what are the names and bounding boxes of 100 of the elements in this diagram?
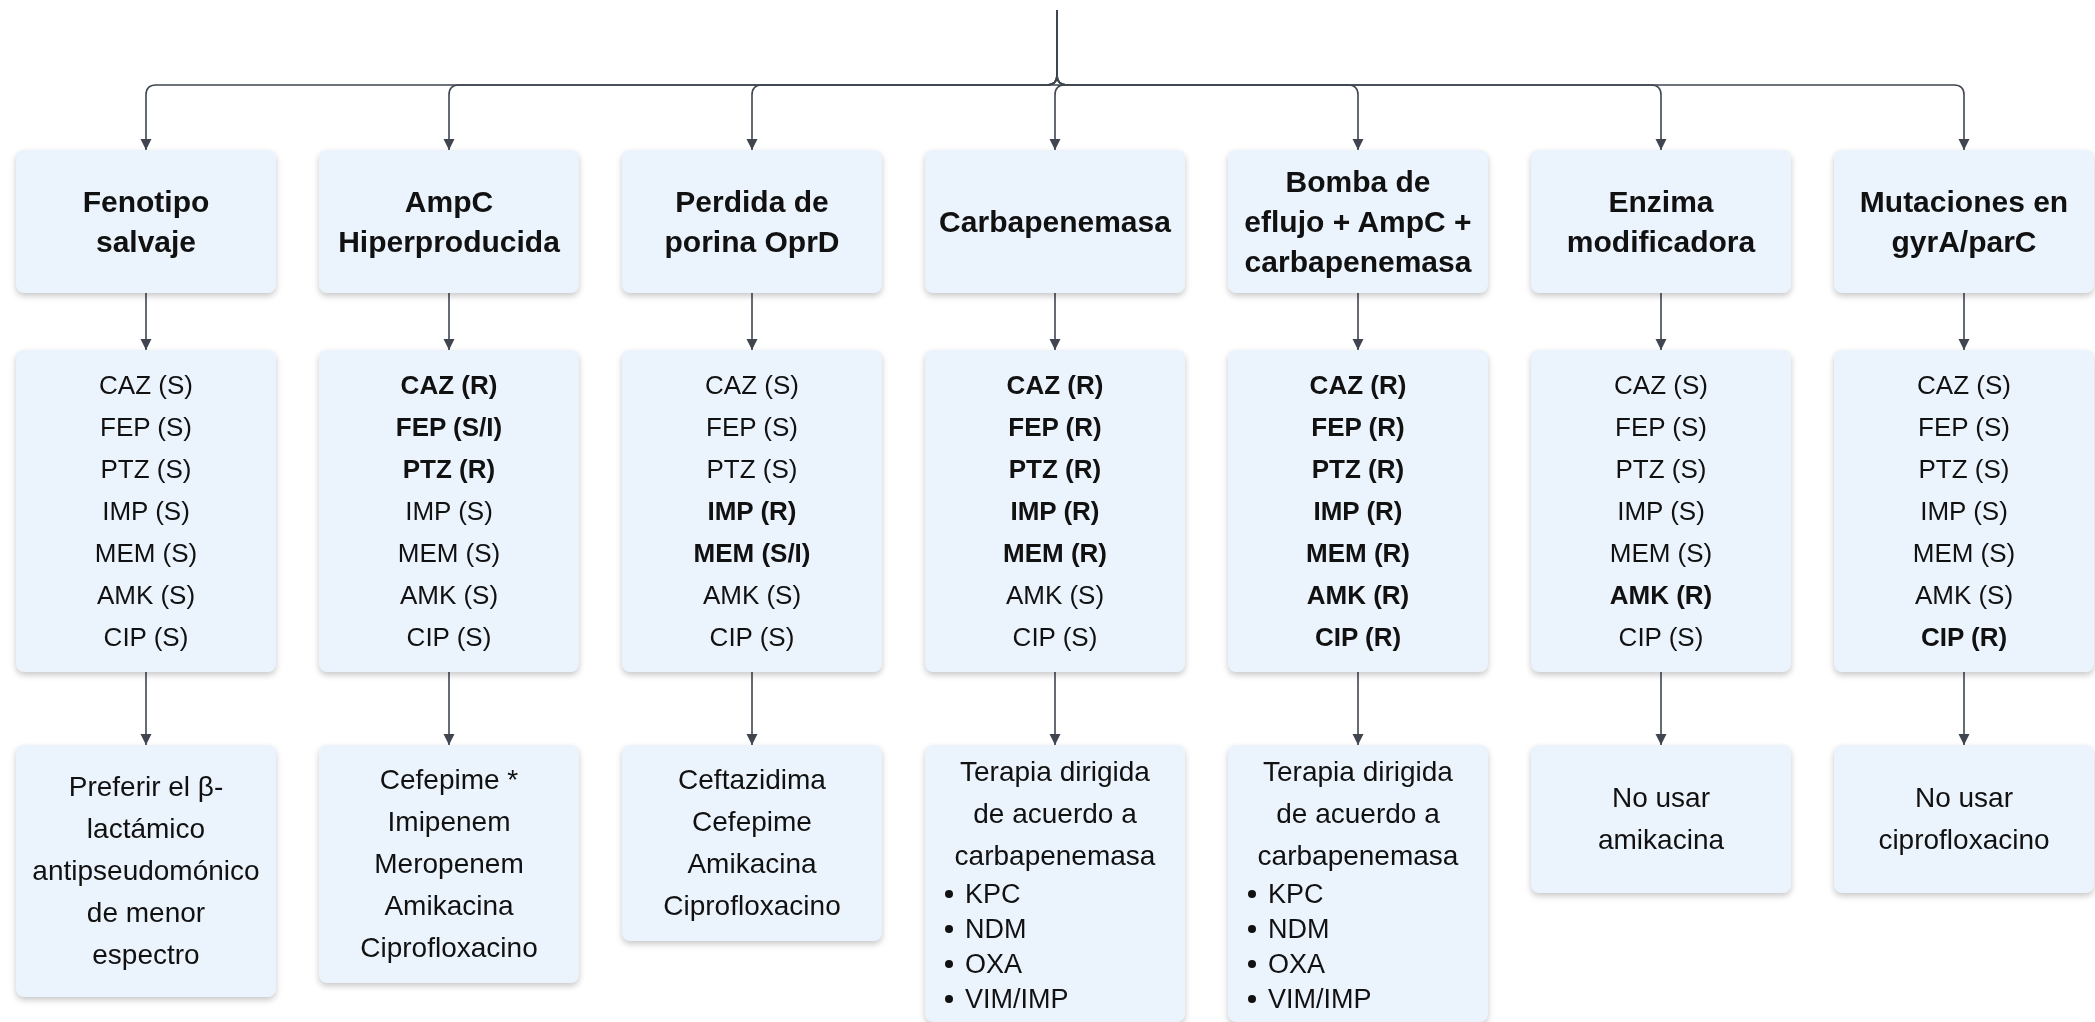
category-box (925, 150, 1185, 293)
antibiotic-result: FEP (S) (1615, 411, 1707, 444)
antibiotic-result: AMK (S) (1005, 579, 1105, 612)
category-box (622, 150, 882, 293)
bullet-item: NDM (1268, 912, 1330, 946)
arrow (1049, 292, 1061, 351)
arrow (746, 671, 758, 746)
antibiotic-result: PTZ (S) (100, 453, 192, 486)
arrow (443, 671, 455, 746)
arrow (1352, 292, 1364, 351)
treatment-text: Terapia dirigida de acuerdo a carbapenemasa (953, 754, 1157, 873)
antibiotic-result: MEM (S) (1609, 537, 1713, 570)
category-title: Bomba de eflujo + AmpC + carbapenemasa (1243, 163, 1473, 280)
bullet-item: OXA (965, 947, 1023, 981)
antibiotic-result: AMK (R) (1306, 579, 1410, 612)
treatment-box (622, 745, 882, 941)
antibiotic-result: CAZ (S) (1614, 369, 1708, 402)
antibiotic-result: IMP (S) (1920, 495, 2008, 528)
arrow (746, 292, 758, 351)
arrow (1049, 671, 1061, 746)
arrow (140, 292, 152, 351)
treatment-box (1834, 745, 2094, 893)
bullet-item: OXA (1268, 947, 1326, 981)
bullet-item: VIM/IMP (965, 982, 1069, 1016)
treatment-text: Ciprofloxacino (662, 889, 842, 923)
category-title: Enzima modificadora (1565, 183, 1757, 260)
antibiotic-result: MEM (S) (1912, 537, 2016, 570)
arrow (1056, 9, 1970, 151)
category-title: Carbapenemasa (938, 203, 1172, 240)
arrow (1958, 671, 1970, 746)
antibiotic-result: CAZ (S) (99, 369, 193, 402)
antibiotic-result: CAZ (R) (400, 369, 498, 402)
antibiotic-result: MEM (S/I) (693, 537, 811, 570)
susceptibility-box (1834, 350, 2094, 672)
susceptibility-box (1531, 350, 1791, 672)
antibiotic-result: AMK (R) (1609, 579, 1713, 612)
antibiotic-result: MEM (R) (1003, 537, 1107, 570)
category-title: Mutaciones en gyrA/parC (1858, 183, 2070, 260)
antibiotic-result: IMP (R) (1010, 495, 1100, 528)
antibiotic-result: MEM (R) (1306, 537, 1410, 570)
antibiotic-result: CIP (R) (1314, 621, 1402, 654)
treatment-text: Preferir el β-lactámico antipseudomónico de menor espectro (31, 770, 261, 972)
antibiotic-result: CAZ (S) (1917, 369, 2011, 402)
treatment-text: Ciprofloxacino (359, 931, 539, 965)
treatment-text: Cefepime * (378, 763, 520, 797)
category-box (319, 150, 579, 293)
arrow (1352, 671, 1364, 746)
arrow (1655, 671, 1667, 746)
antibiotic-result: PTZ (R) (1008, 453, 1102, 486)
susceptibility-box (16, 350, 276, 672)
treatment-box (16, 745, 276, 997)
arrow (443, 292, 455, 351)
antibiotic-result: MEM (S) (94, 537, 198, 570)
antibiotic-result: CAZ (S) (705, 369, 799, 402)
antibiotic-result: FEP (S) (1918, 411, 2010, 444)
antibiotic-result: PTZ (R) (402, 453, 496, 486)
susceptibility-box (319, 350, 579, 672)
treatment-text: Amikacina (383, 889, 515, 923)
antibiotic-result: CIP (S) (709, 621, 795, 654)
antibiotic-result: PTZ (R) (1311, 453, 1405, 486)
antibiotic-result: FEP (S/I) (395, 411, 503, 444)
bullet-item: VIM/IMP (1268, 982, 1372, 1016)
antibiotic-result: FEP (S) (706, 411, 798, 444)
antibiotic-result: CIP (S) (1618, 621, 1704, 654)
antibiotic-result: CAZ (R) (1309, 369, 1407, 402)
treatment-text: Meropenem (373, 847, 525, 881)
treatment-box (1531, 745, 1791, 893)
treatment-text: Imipenem (386, 805, 512, 839)
category-box (1834, 150, 2094, 293)
treatment-text: Ceftazidima (677, 763, 827, 797)
treatment-text: Terapia dirigida de acuerdo a carbapenemasa (1256, 754, 1460, 873)
antibiotic-result: IMP (R) (1313, 495, 1403, 528)
treatment-text: No usar amikacina (1596, 781, 1726, 857)
antibiotic-result: IMP (S) (1617, 495, 1705, 528)
bullet-item: KPC (1268, 877, 1324, 911)
arrow (1655, 292, 1667, 351)
antibiotic-result: CIP (R) (1920, 621, 2008, 654)
category-box (16, 150, 276, 293)
treatment-text: No usar ciprofloxacino (1877, 781, 2051, 857)
antibiotic-result: IMP (S) (102, 495, 190, 528)
antibiotic-result: FEP (R) (1008, 411, 1102, 444)
susceptibility-box (925, 350, 1185, 672)
antibiotic-result: MEM (S) (397, 537, 501, 570)
arrow (140, 671, 152, 746)
treatment-box (925, 745, 1185, 1022)
antibiotic-result: CIP (S) (103, 621, 189, 654)
susceptibility-box (1228, 350, 1488, 672)
bullet-item: KPC (965, 877, 1021, 911)
antibiotic-result: PTZ (S) (706, 453, 798, 486)
treatment-text: Cefepime (691, 805, 813, 839)
antibiotic-result: AMK (S) (702, 579, 802, 612)
antibiotic-result: AMK (S) (399, 579, 499, 612)
treatment-box (1228, 745, 1488, 1022)
susceptibility-box (622, 350, 882, 672)
antibiotic-result: PTZ (S) (1615, 453, 1707, 486)
category-title: Fenotipo salvaje (81, 183, 211, 260)
antibiotic-result: IMP (S) (405, 495, 493, 528)
antibiotic-result: PTZ (S) (1918, 453, 2010, 486)
category-title: AmpC Hiperproducida (337, 183, 561, 260)
antibiotic-result: FEP (R) (1311, 411, 1405, 444)
